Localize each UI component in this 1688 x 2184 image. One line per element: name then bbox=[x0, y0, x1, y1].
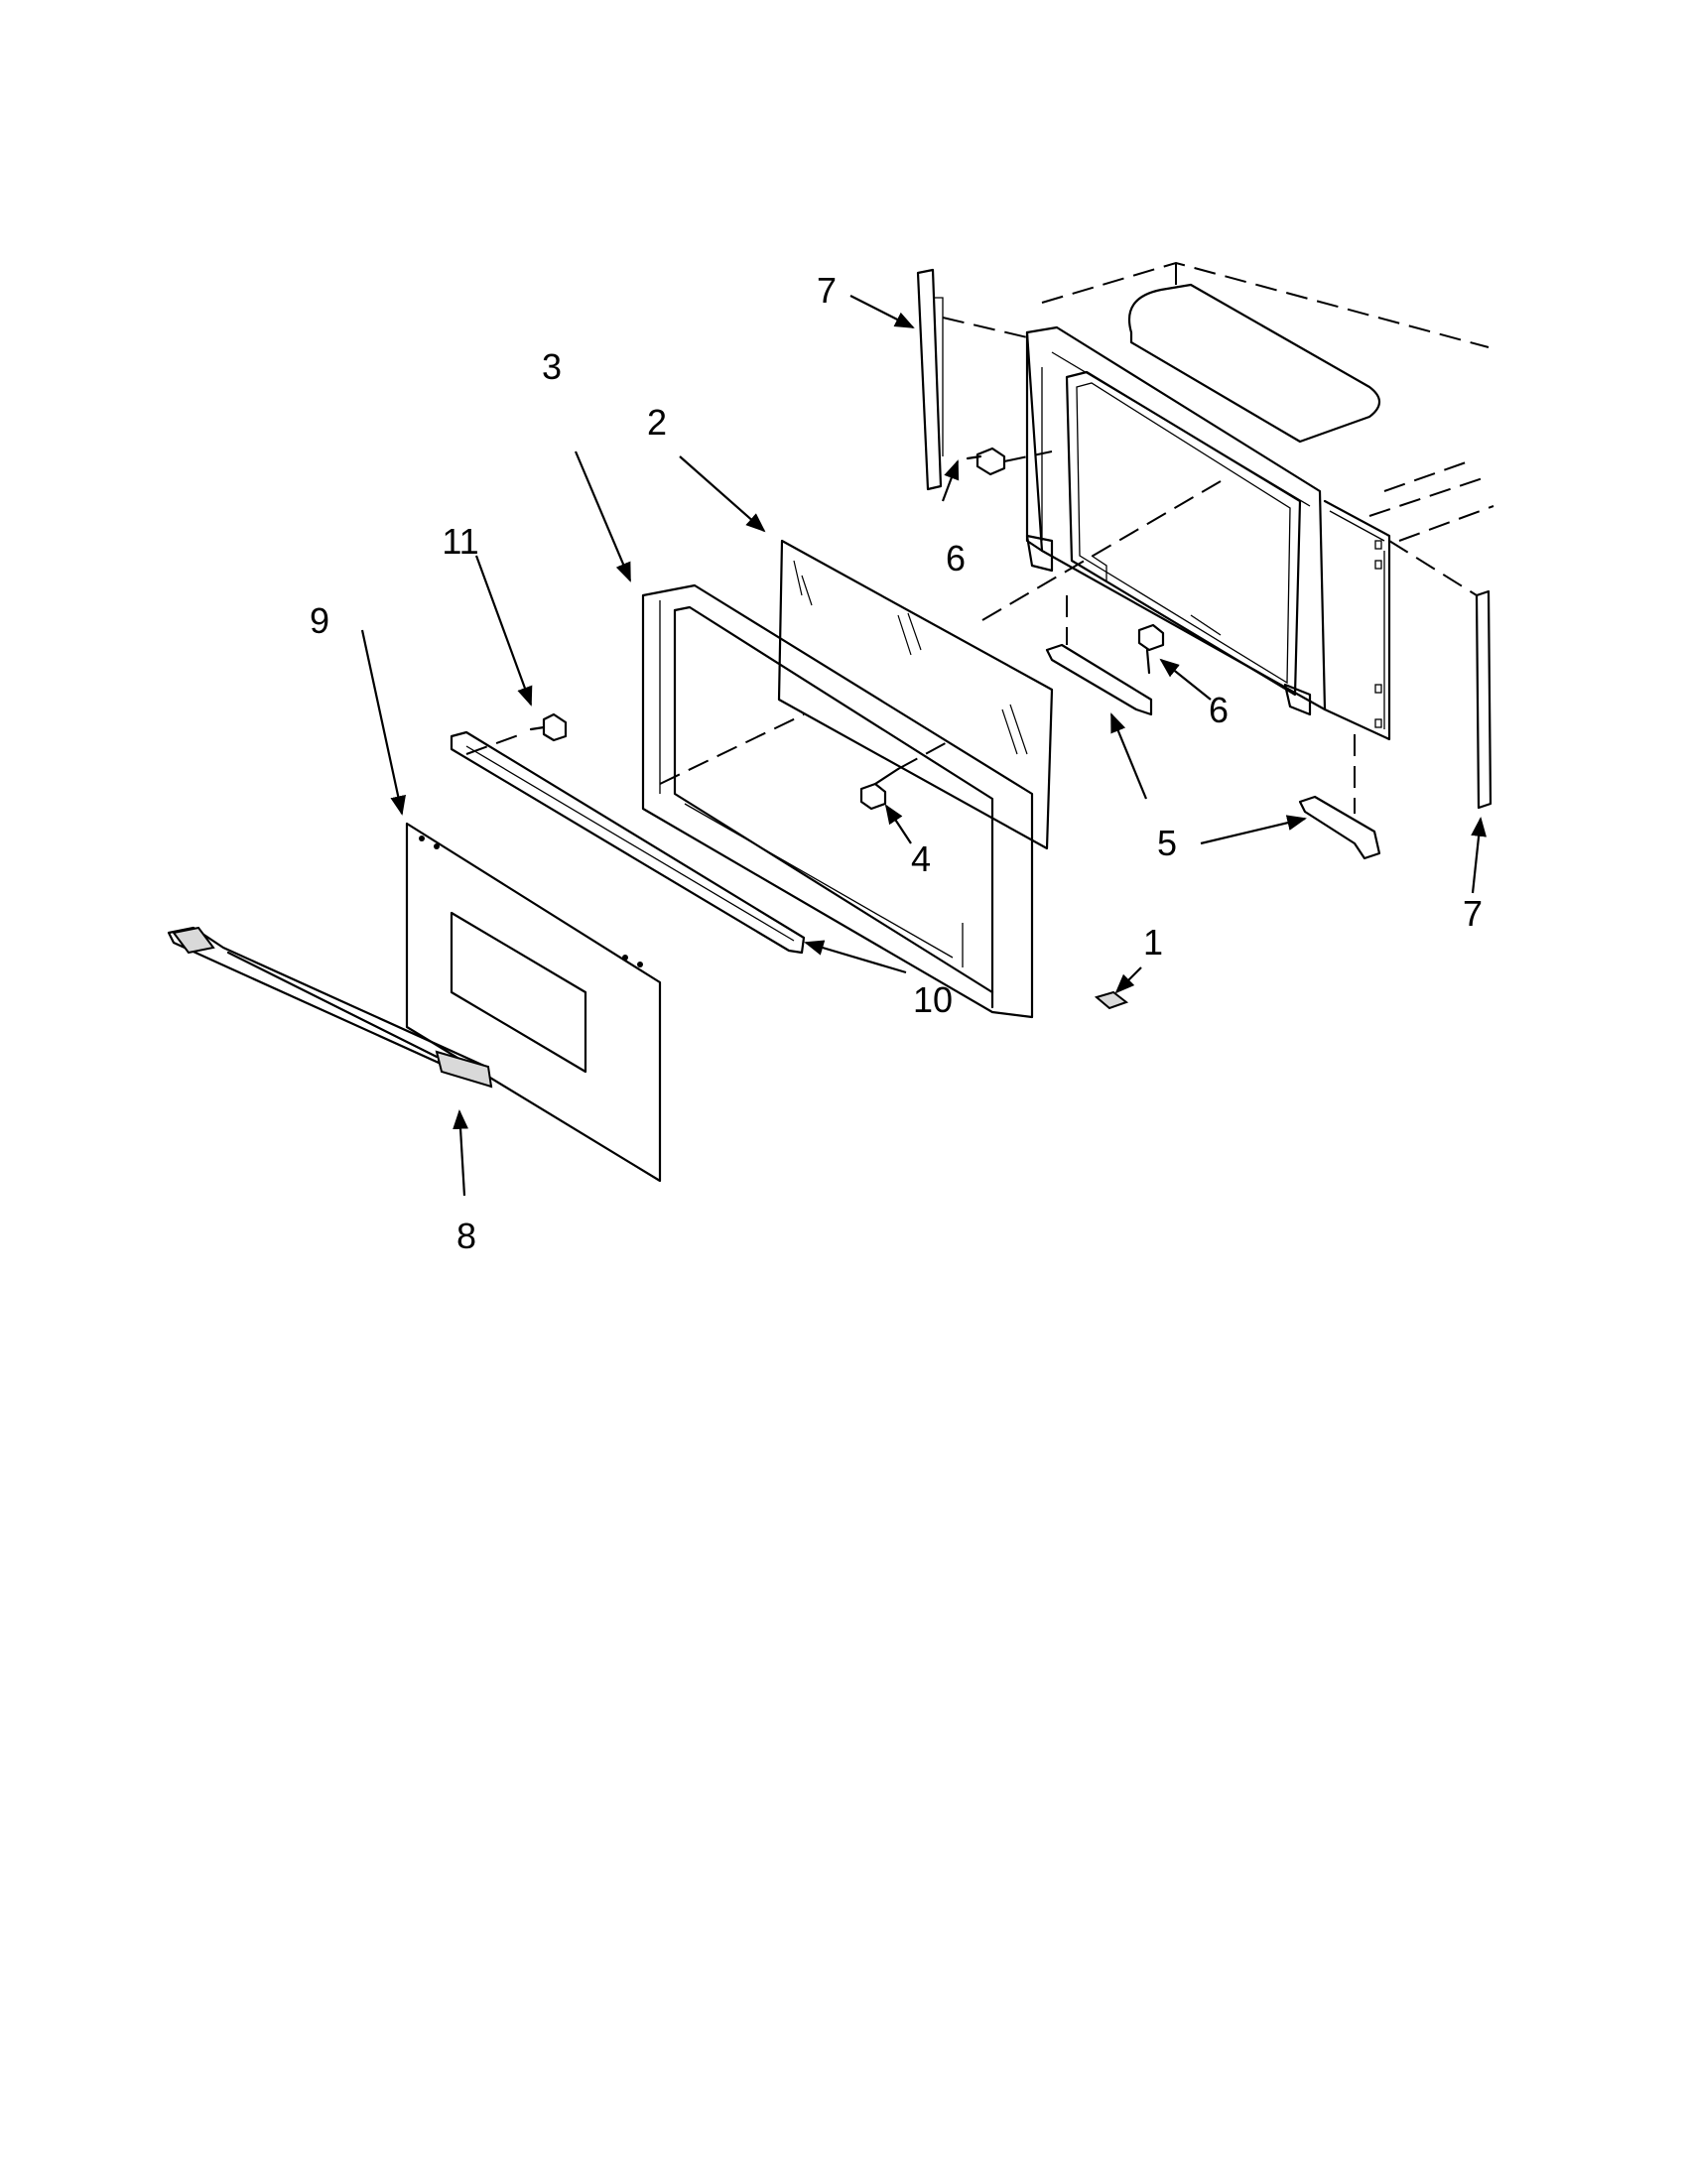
part-7-right-strip bbox=[1475, 589, 1493, 810]
callout-7-left: 7 bbox=[817, 270, 837, 311]
callout-6-upper: 6 bbox=[946, 538, 966, 578]
callout-7-right: 7 bbox=[1463, 893, 1483, 934]
part-5-hinge-left bbox=[1045, 643, 1153, 716]
part-11-screw bbox=[529, 712, 568, 742]
assembly-lines bbox=[465, 317, 1478, 814]
part-5-hinge-right bbox=[1298, 795, 1381, 860]
part-6-screw-upper bbox=[966, 447, 1006, 476]
callout-1: 1 bbox=[1143, 922, 1163, 963]
part-9-outer-door bbox=[405, 822, 662, 1183]
callout-3: 3 bbox=[542, 346, 562, 387]
part-4-screw bbox=[859, 767, 900, 811]
callout-9: 9 bbox=[310, 600, 329, 641]
callout-leaders bbox=[360, 295, 1487, 1197]
callout-10: 10 bbox=[913, 979, 953, 1020]
part-3-door-frame bbox=[641, 583, 1034, 1019]
callout-8: 8 bbox=[456, 1216, 476, 1256]
oven-cavity bbox=[1025, 261, 1494, 741]
callout-2: 2 bbox=[647, 402, 667, 443]
part-1-clip bbox=[1094, 990, 1129, 1010]
part-6-screw-lower bbox=[1137, 623, 1165, 675]
callout-labels: 1 2 3 4 5 6 6 7 7 8 9 10 11 bbox=[310, 270, 1483, 1256]
callout-5-left: 5 bbox=[1157, 823, 1177, 863]
callout-6-lower: 6 bbox=[1209, 690, 1229, 730]
part-10-rail bbox=[450, 730, 806, 955]
callout-11: 11 bbox=[442, 521, 478, 562]
part-7-left-strip bbox=[916, 268, 944, 491]
part-2-glass bbox=[777, 539, 1054, 850]
callout-4: 4 bbox=[911, 838, 931, 879]
part-8-handle bbox=[167, 926, 493, 1089]
